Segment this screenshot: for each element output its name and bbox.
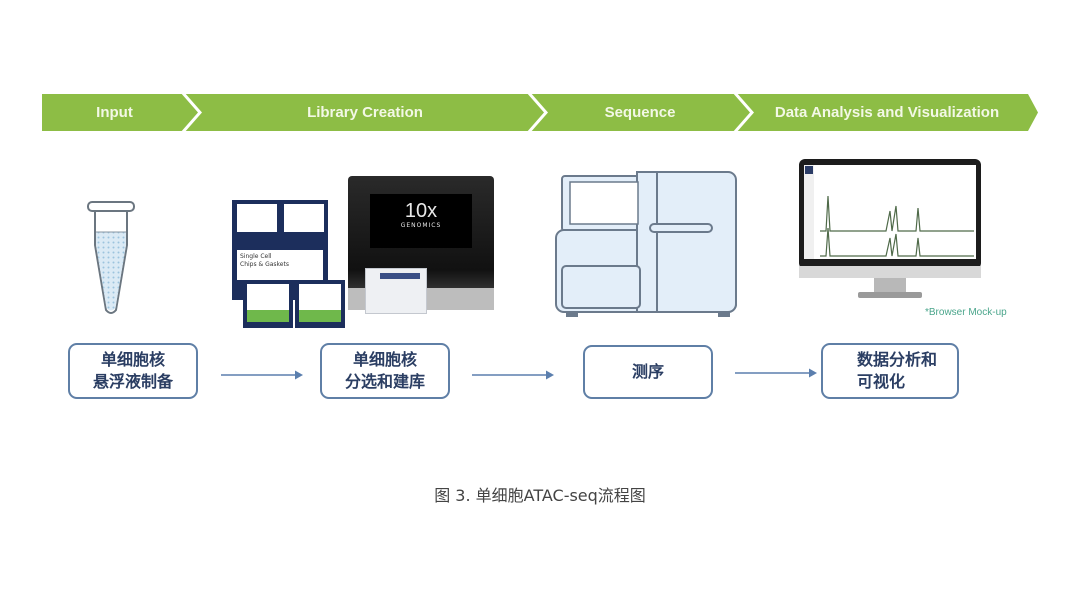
step-sorting-library: 单细胞核 分选和建库: [320, 343, 450, 399]
step-data-analysis: 数据分析和 可视化: [821, 343, 959, 399]
kit-line-1: Single Cell: [240, 253, 272, 260]
figure-caption: 图 3. 单细胞ATAC-seq流程图: [434, 486, 646, 505]
step-label-line1: 数据分析和: [857, 350, 938, 369]
chevron-separator: [181, 94, 202, 131]
kit-card: [237, 204, 277, 232]
step-label-line2: 分选和建库: [344, 372, 425, 391]
step-label-line1: 单细胞核: [100, 350, 165, 369]
browser-mockup-note: *Browser Mock-up: [925, 307, 1007, 318]
reagent-pack: [295, 280, 345, 328]
step-label-line1: 单细胞核: [352, 350, 417, 369]
stage-input: Input: [96, 104, 133, 121]
reagent-pack: [243, 280, 293, 328]
step-label-line1: 测序: [631, 362, 664, 381]
chevron-separator: [733, 94, 754, 131]
step-label-line2: 悬浮液制备: [92, 372, 173, 391]
step-label-line2: 可视化: [857, 372, 906, 391]
arrow-right-icon: [472, 370, 554, 380]
chip-holder: [365, 268, 427, 314]
chevron-separator: [527, 94, 548, 131]
kit-line-2: Chips & Gaskets: [240, 261, 289, 268]
step-nuclei-prep: 单细胞核 悬浮液制备: [68, 343, 198, 399]
controller-screen: 10x GENOMICS: [370, 194, 472, 248]
brand-logo: 10x: [404, 200, 438, 222]
microcentrifuge-tube-icon: [87, 201, 135, 314]
stage-library-creation: Library Creation: [307, 104, 423, 121]
kit-card: [284, 204, 324, 232]
arrow-right-icon: [221, 370, 303, 380]
banner-background: [42, 94, 1038, 131]
kit-label-card: Single Cell Chips & Gaskets: [237, 250, 323, 280]
monitor-browser-icon: [799, 159, 981, 298]
stage-sequence: Sequence: [604, 104, 676, 121]
workflow-banner: [42, 94, 1038, 131]
stage-data-analysis: Data Analysis and Visualization: [774, 104, 1000, 121]
arrow-right-icon: [735, 368, 817, 378]
brand-name: GENOMICS: [400, 222, 442, 229]
sequencer-icon: [555, 171, 737, 317]
step-sequencing: 测序: [583, 345, 713, 399]
